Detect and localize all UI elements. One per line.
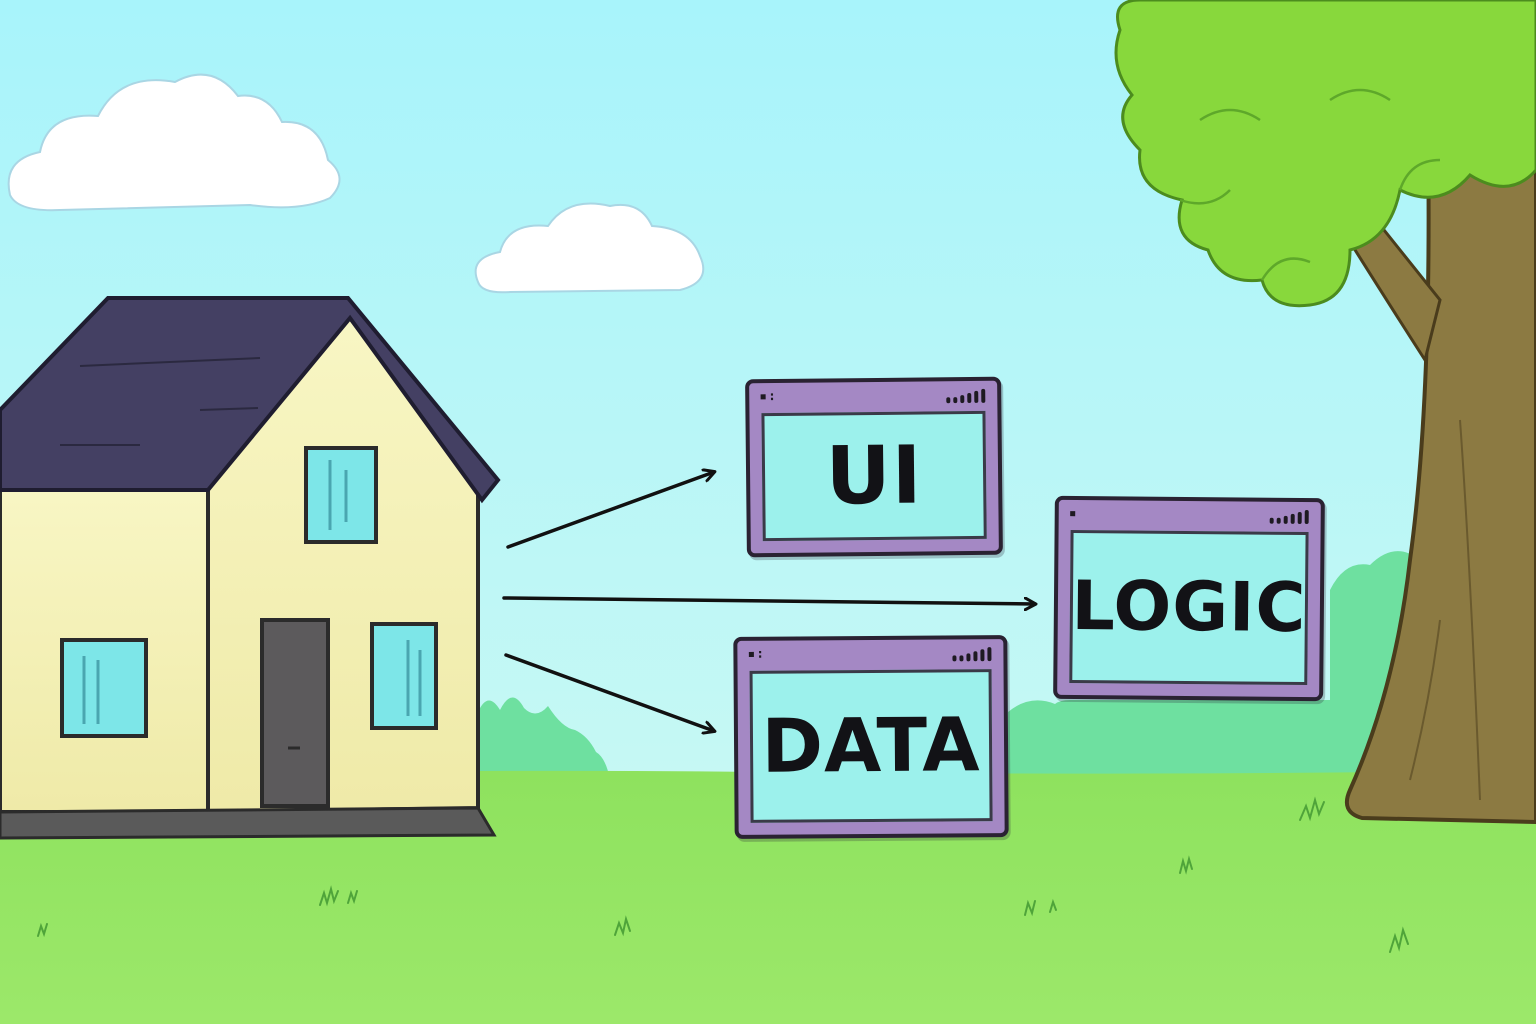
data-window-titlebar: ▪:	[737, 639, 1003, 667]
data-window: ▪: DATA	[733, 635, 1009, 839]
tree	[1114, 0, 1536, 825]
cloud-center	[474, 202, 705, 294]
house-foundation	[0, 806, 497, 840]
house-roof	[0, 296, 501, 504]
ui-window-screen: UI	[761, 410, 987, 542]
logic-window-titlebar: ▪	[1059, 500, 1321, 528]
signal-bars-icon	[952, 647, 992, 662]
window-dot-icon: ▪:	[759, 389, 777, 405]
arrow-to-ui	[506, 472, 714, 549]
data-window-screen: DATA	[749, 669, 993, 823]
hedges	[478, 551, 1420, 780]
grass-tufts	[37, 796, 1409, 953]
house-window-top	[304, 446, 378, 544]
ui-window-titlebar: ▪:	[749, 381, 997, 410]
ui-label: UI	[825, 428, 923, 523]
window-dot-icon: ▪	[1068, 505, 1078, 522]
tree-leaves	[1114, 0, 1536, 308]
signal-bars-icon	[1269, 510, 1309, 525]
logic-window-screen: LOGIC	[1069, 529, 1309, 686]
signal-bars-icon	[946, 388, 986, 404]
house-window-right	[370, 622, 438, 730]
logic-window: ▪ LOGIC	[1053, 495, 1325, 702]
house	[0, 296, 501, 840]
cloud-left	[7, 73, 341, 212]
data-label: DATA	[761, 702, 981, 790]
logic-label: LOGIC	[1071, 566, 1307, 648]
house-door	[260, 618, 330, 808]
arrow-to-logic	[502, 596, 1035, 604]
arrow-to-data	[504, 653, 714, 731]
arrows	[502, 472, 1035, 731]
window-dot-icon: ▪:	[747, 646, 766, 662]
ui-window: ▪: UI	[745, 376, 1003, 558]
house-window-left	[60, 638, 148, 738]
